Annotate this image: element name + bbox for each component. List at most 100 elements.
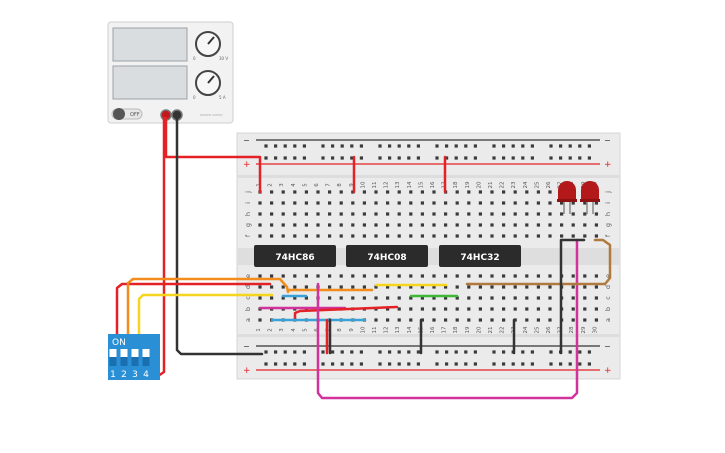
rail-hole[interactable] bbox=[274, 362, 278, 366]
breadboard-hole[interactable] bbox=[397, 307, 401, 311]
breadboard-hole[interactable] bbox=[397, 318, 401, 322]
breadboard-hole[interactable] bbox=[420, 307, 424, 311]
breadboard-hole[interactable] bbox=[490, 285, 494, 289]
rail-hole[interactable] bbox=[445, 362, 449, 366]
breadboard-hole[interactable] bbox=[490, 318, 494, 322]
rail-hole[interactable] bbox=[331, 362, 335, 366]
breadboard-hole[interactable] bbox=[478, 285, 482, 289]
breadboard-hole[interactable] bbox=[455, 307, 459, 311]
breadboard-hole[interactable] bbox=[536, 274, 540, 278]
rail-hole[interactable] bbox=[416, 362, 420, 366]
rail-hole[interactable] bbox=[321, 144, 325, 148]
breadboard-hole[interactable] bbox=[583, 296, 587, 300]
breadboard-hole[interactable] bbox=[478, 190, 482, 194]
breadboard-hole[interactable] bbox=[316, 190, 320, 194]
breadboard-hole[interactable] bbox=[270, 274, 274, 278]
breadboard-hole[interactable] bbox=[258, 234, 262, 238]
breadboard-hole[interactable] bbox=[293, 212, 297, 216]
breadboard-hole[interactable] bbox=[571, 307, 575, 311]
breadboard-hole[interactable] bbox=[432, 296, 436, 300]
breadboard-hole[interactable] bbox=[293, 201, 297, 205]
breadboard-hole[interactable] bbox=[270, 190, 274, 194]
breadboard-hole[interactable] bbox=[502, 318, 506, 322]
breadboard-hole[interactable] bbox=[502, 190, 506, 194]
breadboard-hole[interactable] bbox=[467, 223, 471, 227]
rail-hole[interactable] bbox=[407, 156, 411, 160]
breadboard-hole[interactable] bbox=[362, 296, 366, 300]
breadboard-hole[interactable] bbox=[525, 307, 529, 311]
rail-hole[interactable] bbox=[473, 156, 477, 160]
rail-hole[interactable] bbox=[264, 144, 268, 148]
dip-toggle-slot[interactable] bbox=[109, 349, 117, 366]
breadboard-hole[interactable] bbox=[374, 318, 378, 322]
rail-hole[interactable] bbox=[511, 156, 515, 160]
breadboard-hole[interactable] bbox=[467, 285, 471, 289]
breadboard-hole[interactable] bbox=[409, 285, 413, 289]
breadboard-hole[interactable] bbox=[490, 274, 494, 278]
breadboard-hole[interactable] bbox=[304, 201, 308, 205]
rail-hole[interactable] bbox=[578, 156, 582, 160]
breadboard-hole[interactable] bbox=[594, 201, 598, 205]
breadboard-hole[interactable] bbox=[502, 296, 506, 300]
rail-hole[interactable] bbox=[416, 156, 420, 160]
breadboard-hole[interactable] bbox=[467, 296, 471, 300]
rail-hole[interactable] bbox=[264, 350, 268, 354]
rail-hole[interactable] bbox=[445, 156, 449, 160]
breadboard-hole[interactable] bbox=[328, 212, 332, 216]
breadboard-hole[interactable] bbox=[397, 274, 401, 278]
breadboard-hole[interactable] bbox=[513, 296, 517, 300]
breadboard-hole[interactable] bbox=[362, 223, 366, 227]
rail-hole[interactable] bbox=[578, 144, 582, 148]
rail-hole[interactable] bbox=[464, 156, 468, 160]
breadboard-hole[interactable] bbox=[502, 234, 506, 238]
breadboard-hole[interactable] bbox=[455, 274, 459, 278]
breadboard-hole[interactable] bbox=[548, 274, 552, 278]
rail-hole[interactable] bbox=[293, 350, 297, 354]
breadboard-hole[interactable] bbox=[328, 223, 332, 227]
breadboard-hole[interactable] bbox=[583, 318, 587, 322]
breadboard-hole[interactable] bbox=[316, 223, 320, 227]
rail-hole[interactable] bbox=[549, 350, 553, 354]
breadboard-hole[interactable] bbox=[432, 307, 436, 311]
breadboard-hole[interactable] bbox=[281, 201, 285, 205]
dip-toggle-slot[interactable] bbox=[120, 349, 128, 366]
breadboard-hole[interactable] bbox=[351, 274, 355, 278]
breadboard-hole[interactable] bbox=[374, 190, 378, 194]
rail-hole[interactable] bbox=[293, 362, 297, 366]
rail-hole[interactable] bbox=[359, 362, 363, 366]
breadboard-hole[interactable] bbox=[583, 234, 587, 238]
rail-hole[interactable] bbox=[587, 144, 591, 148]
rail-hole[interactable] bbox=[302, 144, 306, 148]
rail-hole[interactable] bbox=[454, 144, 458, 148]
rail-hole[interactable] bbox=[293, 156, 297, 160]
breadboard-hole[interactable] bbox=[490, 201, 494, 205]
breadboard-hole[interactable] bbox=[490, 223, 494, 227]
rail-hole[interactable] bbox=[587, 156, 591, 160]
rail-hole[interactable] bbox=[378, 156, 382, 160]
breadboard-hole[interactable] bbox=[490, 212, 494, 216]
breadboard-hole[interactable] bbox=[304, 212, 308, 216]
breadboard-hole[interactable] bbox=[432, 223, 436, 227]
breadboard-hole[interactable] bbox=[304, 274, 308, 278]
rail-hole[interactable] bbox=[502, 144, 506, 148]
breadboard-hole[interactable] bbox=[362, 212, 366, 216]
rail-hole[interactable] bbox=[407, 362, 411, 366]
rail-hole[interactable] bbox=[435, 156, 439, 160]
breadboard-hole[interactable] bbox=[571, 318, 575, 322]
led-2[interactable] bbox=[580, 181, 600, 214]
breadboard-hole[interactable] bbox=[490, 307, 494, 311]
breadboard-hole[interactable] bbox=[444, 234, 448, 238]
rail-hole[interactable] bbox=[559, 144, 563, 148]
breadboard-hole[interactable] bbox=[548, 318, 552, 322]
breadboard-hole[interactable] bbox=[444, 274, 448, 278]
breadboard-hole[interactable] bbox=[397, 285, 401, 289]
rail-hole[interactable] bbox=[350, 144, 354, 148]
rail-hole[interactable] bbox=[407, 350, 411, 354]
breadboard-hole[interactable] bbox=[258, 201, 262, 205]
rail-hole[interactable] bbox=[587, 362, 591, 366]
rail-hole[interactable] bbox=[274, 350, 278, 354]
rail-hole[interactable] bbox=[388, 156, 392, 160]
breadboard-hole[interactable] bbox=[420, 296, 424, 300]
breadboard-hole[interactable] bbox=[548, 212, 552, 216]
breadboard-hole[interactable] bbox=[339, 223, 343, 227]
